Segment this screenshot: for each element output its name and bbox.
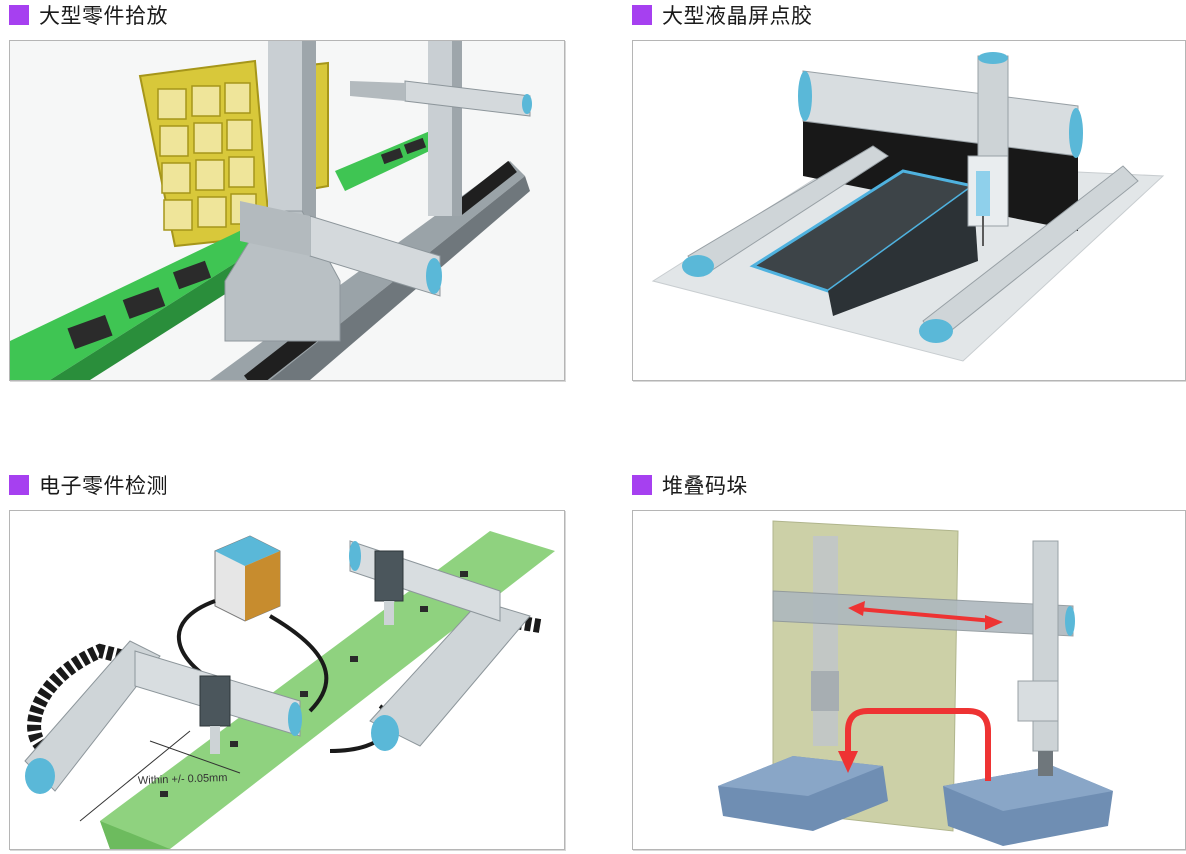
panel-large-part-picking: 大型零件拾放 — [9, 0, 569, 385]
stacking-illustration — [633, 511, 1185, 849]
panel-header: 电子零件检测 — [9, 470, 168, 500]
illustration-frame: Within +/- 0.05mm — [9, 510, 565, 850]
panel-title: 堆叠码垛 — [662, 474, 748, 498]
illustration-frame — [632, 40, 1186, 381]
inspection-illustration: Within +/- 0.05mm — [10, 511, 564, 849]
panel-electronic-inspection: 电子零件检测 — [9, 470, 569, 854]
precision-annotation: Within +/- 0.05mm — [138, 772, 228, 787]
gantry-picking-illustration — [10, 41, 564, 380]
bullet-square-icon — [632, 5, 652, 25]
illustration-frame — [9, 40, 565, 381]
panel-stacking-palletizing: 堆叠码垛 — [632, 470, 1186, 854]
illustration-frame — [632, 510, 1186, 850]
bullet-square-icon — [632, 475, 652, 495]
bullet-square-icon — [9, 475, 29, 495]
lcd-dispensing-illustration — [633, 41, 1185, 380]
panel-title: 大型液晶屏点胶 — [662, 4, 813, 28]
panel-title: 大型零件拾放 — [39, 4, 168, 28]
panel-lcd-dispensing: 大型液晶屏点胶 — [632, 0, 1186, 385]
panel-header: 大型零件拾放 — [9, 0, 168, 30]
panel-header: 堆叠码垛 — [632, 470, 748, 500]
panel-header: 大型液晶屏点胶 — [632, 0, 813, 30]
bullet-square-icon — [9, 5, 29, 25]
panel-title: 电子零件检测 — [39, 474, 168, 498]
